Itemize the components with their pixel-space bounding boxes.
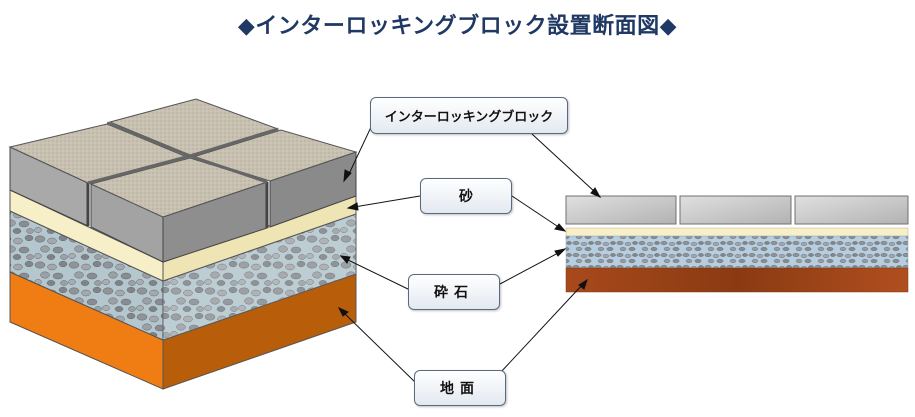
- label-ground: 地面: [414, 370, 506, 406]
- block-3d-model: [8, 98, 358, 390]
- label-crushed-stone: 砕石: [408, 274, 500, 310]
- label-sand: 砂: [420, 178, 512, 214]
- section-block-2: [679, 195, 792, 225]
- label-interlocking-block: インターロッキングブロック: [370, 97, 568, 134]
- section-ground-layer: [565, 267, 909, 293]
- leader-lines: [337, 124, 602, 384]
- section-block-3: [794, 195, 909, 225]
- page-title: ◆インターロッキングブロック設置断面図◆: [237, 14, 678, 39]
- section-gravel-layer: [565, 235, 909, 269]
- section-block-1: [565, 195, 677, 225]
- cross-section-view: [565, 195, 909, 293]
